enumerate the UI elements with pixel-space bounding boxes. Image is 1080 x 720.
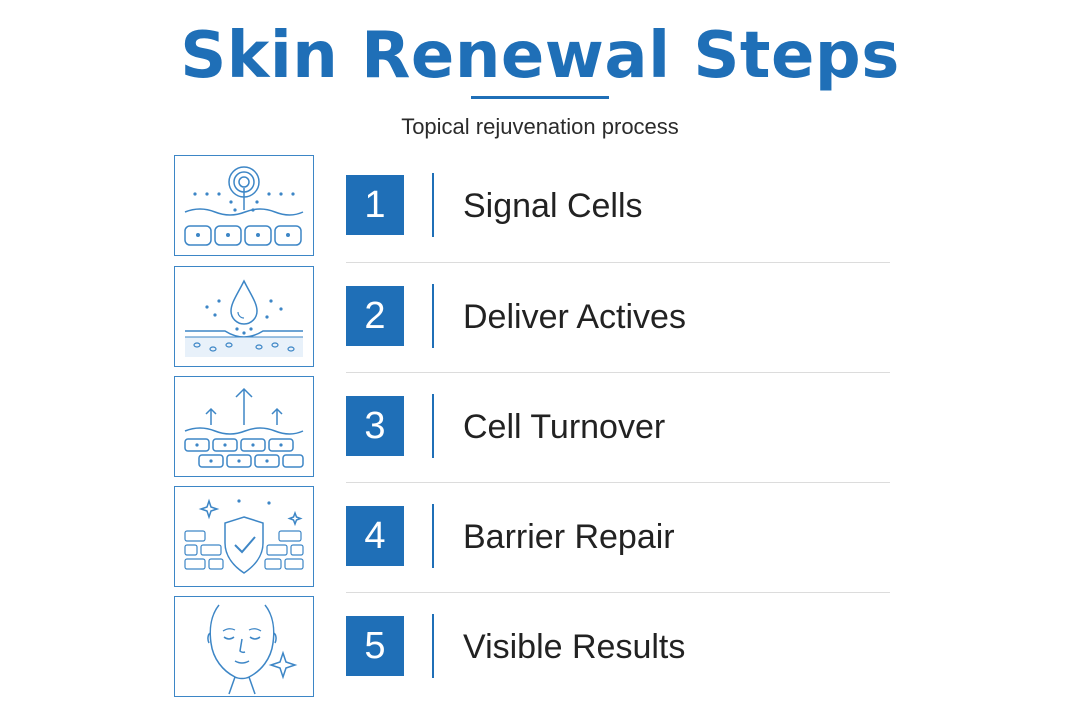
step-label: Barrier Repair	[463, 518, 675, 556]
vertical-divider	[432, 173, 434, 237]
vertical-divider	[432, 284, 434, 348]
step-label: Deliver Actives	[463, 298, 686, 336]
step-number-badge: 1	[346, 175, 404, 235]
title-underline	[471, 96, 609, 99]
face-sparkle-icon	[174, 596, 314, 697]
step-label: Cell Turnover	[463, 408, 666, 446]
step-number-badge: 2	[346, 286, 404, 346]
step-label: Visible Results	[463, 628, 686, 666]
vertical-divider	[432, 504, 434, 568]
row-separator	[346, 482, 890, 483]
step-label: Signal Cells	[463, 187, 643, 225]
step-number-badge: 5	[346, 616, 404, 676]
step-4: 4 Barrier Repair	[0, 486, 1080, 590]
droplet-absorption-icon	[174, 266, 314, 367]
step-3: 3 Cell Turnover	[0, 376, 1080, 480]
row-separator	[346, 262, 890, 263]
shield-check-icon	[174, 486, 314, 587]
vertical-divider	[432, 394, 434, 458]
step-2: 2 Deliver Actives	[0, 266, 1080, 370]
row-separator	[346, 592, 890, 593]
page-subtitle: Topical rejuvenation process	[401, 114, 679, 139]
step-5: 5 Visible Results	[0, 596, 1080, 700]
upward-arrows-icon	[174, 376, 314, 477]
step-1: 1 Signal Cells	[0, 155, 1080, 259]
page-title: Skin Renewal Steps	[180, 19, 900, 93]
cell-signal-icon	[174, 155, 314, 256]
step-number-badge: 4	[346, 506, 404, 566]
vertical-divider	[432, 614, 434, 678]
row-separator	[346, 372, 890, 373]
step-number-badge: 3	[346, 396, 404, 456]
